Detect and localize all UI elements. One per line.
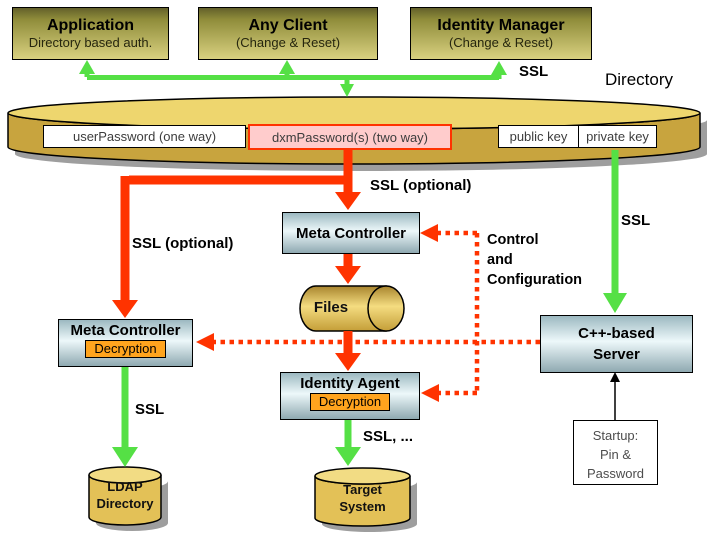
control-config-dotted-lines	[196, 224, 540, 402]
identity-agent-title: Identity Agent	[300, 375, 400, 392]
ssl-left-label: SSL	[135, 401, 165, 418]
green-ssl-arrows	[79, 60, 627, 467]
identity-agent-decryption-box: Decryption	[309, 393, 391, 411]
ldap-directory-cylinder	[88, 466, 168, 531]
directory-label: Directory	[605, 70, 674, 89]
ssl-target-label: SSL, ...	[363, 428, 414, 445]
identity-manager-subtitle: (Change & Reset)	[448, 35, 554, 50]
target-system-cylinder	[314, 467, 417, 532]
any-client-subtitle: (Change & Reset)	[235, 35, 341, 50]
identity-manager-title: Identity Manager	[437, 17, 565, 34]
meta-controller-left-box: Meta Controller Decryption	[58, 319, 193, 367]
target-system-label: Target System	[339, 482, 386, 514]
startup-arrow	[610, 372, 620, 420]
any-client-title: Any Client	[248, 17, 328, 34]
application-subtitle: Directory based auth.	[28, 35, 153, 50]
application-title: Application	[46, 17, 135, 34]
meta-controller-left-title: Meta Controller	[70, 322, 181, 339]
files-label: Files	[313, 299, 349, 316]
any-client-box: Any Client (Change & Reset)	[198, 7, 378, 60]
meta-controller-left-decryption-box: Decryption	[85, 340, 166, 358]
files-cylinder	[299, 285, 405, 332]
user-password-attribute: userPassword (one way)	[43, 125, 246, 148]
private-key-attribute: private key	[578, 125, 657, 148]
ssl-optional-left-label: SSL (optional)	[132, 235, 234, 252]
identity-agent-box: Identity Agent Decryption	[280, 372, 420, 420]
meta-controller-top-box: Meta Controller	[282, 212, 420, 254]
cpp-server-box: C++-based Server	[540, 315, 693, 373]
red-password-flow-arrows	[112, 150, 361, 371]
application-box: Application Directory based auth.	[12, 7, 169, 60]
startup-pin-password-box: Startup: Pin & Password	[573, 420, 658, 485]
ldap-directory-label: LDAP Directory	[96, 479, 154, 511]
control-configuration-label: Control and Configuration	[487, 232, 583, 288]
public-key-attribute: public key	[498, 125, 579, 148]
ssl-optional-top-label: SSL (optional)	[370, 177, 472, 194]
dxm-password-attribute: dxmPassword(s) (two way)	[248, 124, 452, 150]
ssl-top-label: SSL	[519, 63, 549, 80]
cpp-server-title: C++-based Server	[578, 325, 655, 363]
ssl-right-label: SSL	[621, 212, 651, 229]
identity-manager-box: Identity Manager (Change & Reset)	[410, 7, 592, 60]
meta-controller-top-title: Meta Controller	[295, 224, 406, 242]
